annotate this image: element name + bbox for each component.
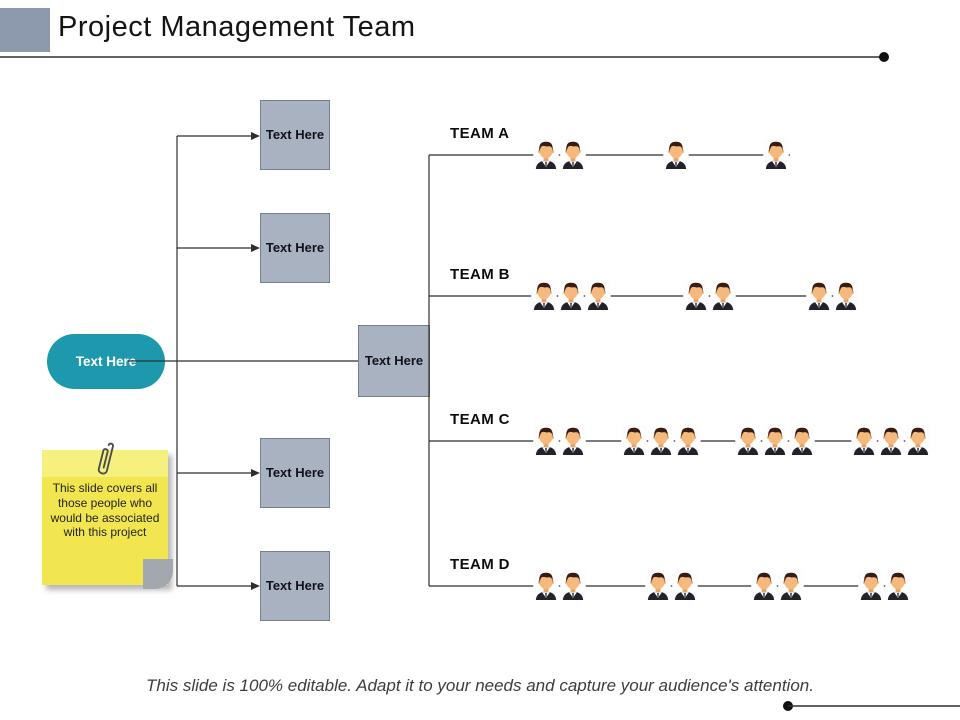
person-icon: [878, 425, 904, 455]
person-icon: [710, 280, 736, 310]
person-icon: [585, 280, 611, 310]
person-icon: [648, 425, 674, 455]
title-accent-square: [0, 8, 50, 52]
branch-box-label: Text Here: [265, 578, 325, 594]
person-icon: [885, 570, 911, 600]
person-icon: [751, 570, 777, 600]
person-icon: [806, 280, 832, 310]
root-node-label: Text Here: [75, 354, 137, 369]
person-icon: [533, 425, 559, 455]
hub-node-label: Text Here: [364, 353, 424, 369]
person-icon: [763, 139, 789, 169]
person-icon: [558, 280, 584, 310]
person-icon: [675, 425, 701, 455]
team-c-label: TEAM C: [450, 411, 510, 428]
arrowhead: [251, 582, 260, 590]
team-b-label: TEAM B: [450, 266, 510, 283]
person-icon: [533, 570, 559, 600]
branch-box-2[interactable]: Text Here: [260, 213, 330, 283]
person-icon: [560, 570, 586, 600]
person-icon: [533, 139, 559, 169]
person-icon: [560, 139, 586, 169]
branch-box-label: Text Here: [265, 465, 325, 481]
person-icon: [645, 570, 671, 600]
person-icon: [735, 425, 761, 455]
branch-box-label: Text Here: [265, 240, 325, 256]
team-d-label: TEAM D: [450, 556, 510, 573]
arrowhead: [251, 132, 260, 140]
team-a-label: TEAM A: [450, 125, 510, 142]
footer-rule-dot: [783, 701, 793, 711]
branch-box-label: Text Here: [265, 127, 325, 143]
person-icon: [858, 570, 884, 600]
person-icon: [905, 425, 931, 455]
note-text: This slide covers all those people who w…: [50, 481, 160, 540]
arrowhead: [251, 244, 260, 252]
arrowhead: [251, 469, 260, 477]
paperclip-icon: [97, 442, 114, 475]
sticky-note[interactable]: This slide covers all those people who w…: [42, 442, 173, 589]
person-icon: [531, 280, 557, 310]
footer-text: This slide is 100% editable. Adapt it to…: [146, 676, 814, 695]
branch-box-3[interactable]: Text Here: [260, 438, 330, 508]
person-icon: [621, 425, 647, 455]
person-icon: [833, 280, 859, 310]
branch-box-4[interactable]: Text Here: [260, 551, 330, 621]
person-icon: [762, 425, 788, 455]
root-node[interactable]: Text Here: [47, 334, 165, 389]
note-corner-curl: [143, 559, 173, 589]
person-icon: [683, 280, 709, 310]
person-icon: [789, 425, 815, 455]
hub-node[interactable]: Text Here: [358, 325, 430, 397]
person-icon: [663, 139, 689, 169]
title-rule-dot: [879, 52, 889, 62]
person-icon: [778, 570, 804, 600]
person-icon: [672, 570, 698, 600]
person-icon: [560, 425, 586, 455]
person-icon: [851, 425, 877, 455]
branch-box-1[interactable]: Text Here: [260, 100, 330, 170]
page-title: Project Management Team: [58, 11, 416, 43]
